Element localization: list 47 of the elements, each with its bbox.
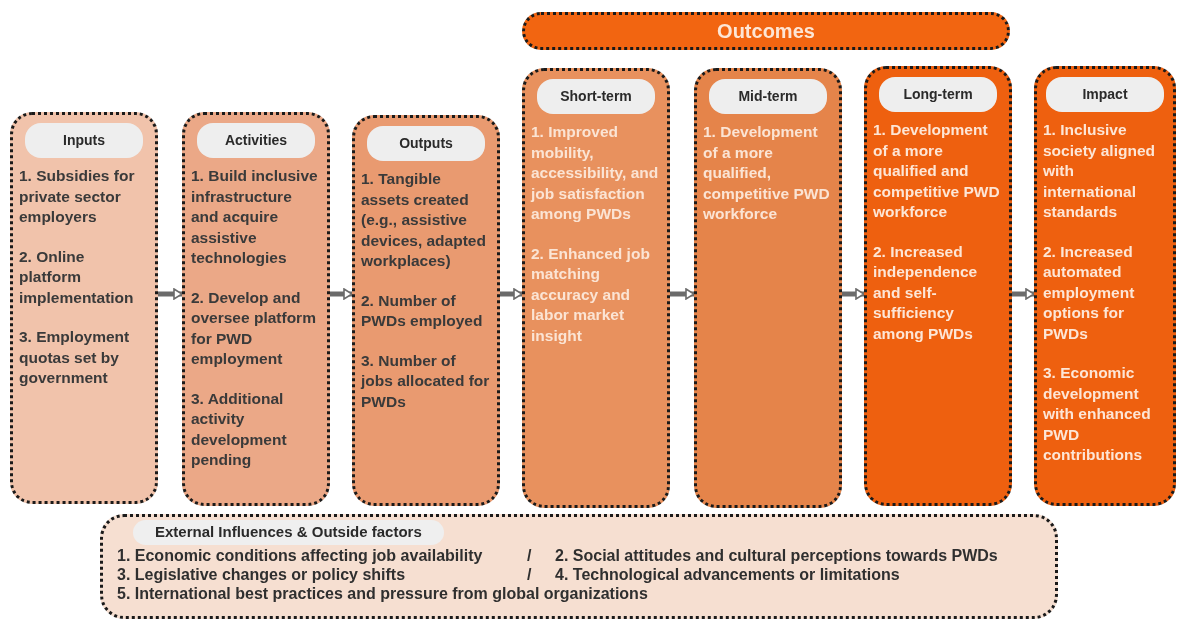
stage-item: 1. Subsidies for private sector employers [19, 166, 136, 227]
factor-item: 2. Social attitudes and cultural perceptions towards PWDs [555, 545, 999, 565]
stage-item: 2. Number of PWDs employed [361, 290, 484, 331]
stage-panel [1034, 66, 1176, 506]
flow-arrow [842, 288, 865, 300]
factor-item: 5. International best practices and pressure from global organizations [117, 583, 649, 603]
stage-item: 3. Employment quotas set by government [19, 327, 131, 388]
flow-arrow [670, 288, 695, 300]
stage-item: 2. Enhanced job matching accuracy and labor market insight [531, 243, 651, 346]
stage-panel [864, 66, 1012, 506]
stage-item: 2. Increased automated employment options for PWDs [1043, 241, 1136, 344]
stage-panel [182, 112, 330, 506]
flow-arrow [158, 288, 183, 300]
flow-arrow [330, 288, 353, 300]
stage-item: 2. Develop and oversee platform for PWD employment [191, 287, 317, 369]
stage-panel [694, 68, 842, 508]
stage-item: 1. Improved mobility, accessibility, and job satisfaction among PWDs [531, 122, 660, 224]
stage-item: 1. Development of a more qualified and competitive PWD workforce [873, 120, 1001, 222]
stage-heading: Outputs [367, 126, 485, 161]
stage-panel [352, 115, 500, 506]
stage-heading: Long-term [879, 77, 997, 112]
factor-item: 3. Legislative changes or policy shifts [117, 564, 407, 584]
stage-item: 1. Tangible assets created (e.g., assistive devices, adapted workplaces) [361, 169, 487, 271]
stage-panel [522, 68, 670, 508]
stage-item: 3. Number of jobs allocated for PWDs [361, 350, 491, 412]
stage-heading: Activities [197, 123, 315, 158]
stage-item: 1. Inclusive society aligned with international standards [1043, 120, 1156, 222]
stage-heading: Mid-term [709, 79, 827, 114]
separator-slash: / [527, 545, 533, 565]
stage-panel [10, 112, 158, 504]
factor-item: 4. Technological advancements or limitations [555, 564, 901, 584]
stage-item: 2. Increased independence and self-sufficiency among PWDs [873, 241, 979, 344]
outcomes-banner: Outcomes [522, 12, 1010, 50]
stage-heading: Short-term [537, 79, 655, 114]
factor-item: 1. Economic conditions affecting job availability [117, 545, 484, 565]
stage-item: 3. Economic development with enhanced PWD contributions [1043, 363, 1152, 465]
stage-item: 3. Additional activity development pending [191, 388, 288, 470]
stage-item: 1. Build inclusive infrastructure and acquire assistive technologies [191, 166, 319, 268]
stage-heading: Inputs [25, 123, 143, 158]
flow-arrow [1012, 288, 1035, 300]
stage-item: 2. Online platform implementation [19, 246, 135, 308]
flow-arrow [500, 288, 523, 300]
external-factors-panel [100, 514, 1058, 619]
stage-heading: Impact [1046, 77, 1164, 112]
separator-slash: / [527, 564, 533, 584]
factors-heading: External Influences & Outside factors [133, 520, 444, 545]
stage-item: 1. Development of a more qualified, competitive PWD workforce [703, 122, 831, 224]
